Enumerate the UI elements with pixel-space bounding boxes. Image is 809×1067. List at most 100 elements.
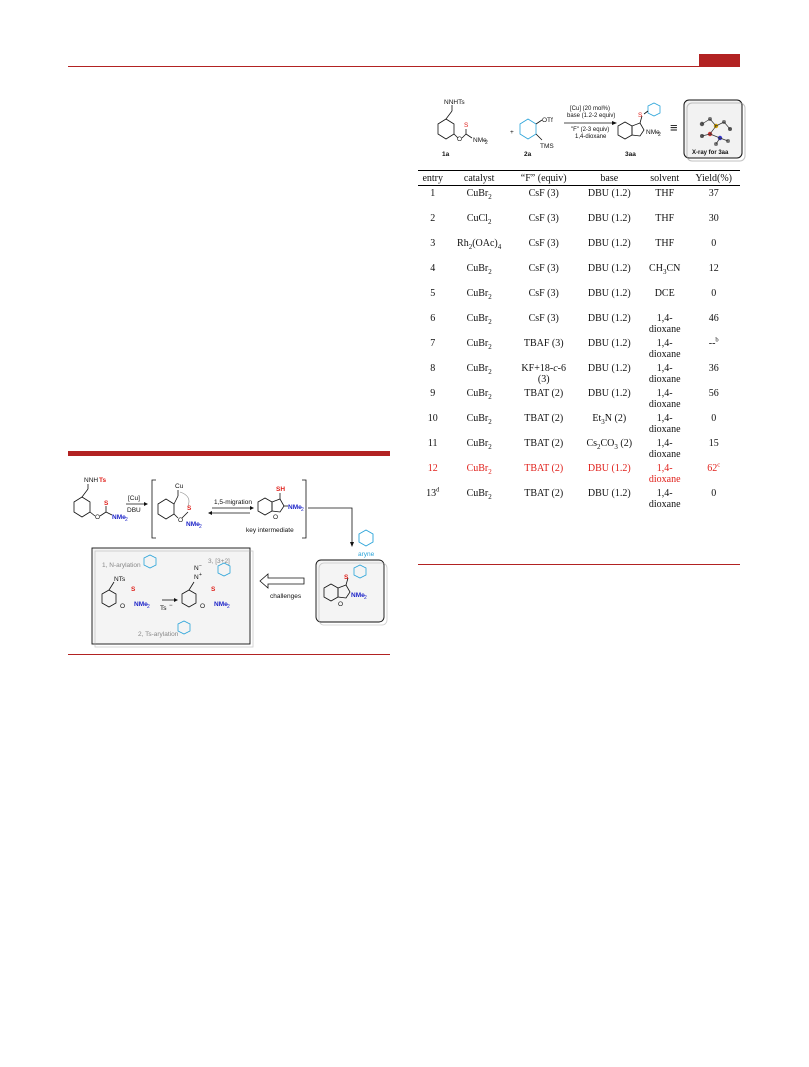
start-nme-sub: 2 [125, 517, 128, 523]
yield-value: 0 [711, 288, 717, 299]
cell-solvent: 1,4-dioxane [642, 436, 687, 461]
reactant-2a: OTf TMS 2a [519, 117, 554, 158]
entry-value: 11 [427, 438, 438, 449]
solvent-value: 1,4- [656, 313, 673, 324]
sh-label: SH [276, 486, 285, 493]
box-nme-sub: 2 [147, 604, 150, 610]
catalyst-sub: 2 [488, 343, 492, 351]
header-catalyst: catalyst [447, 170, 511, 186]
sulfur-label: S [464, 122, 469, 129]
key-intermediate-label: key intermediate [246, 527, 294, 534]
box-nts: NTs [114, 576, 126, 583]
cell-base: DBU (1.2) [577, 336, 642, 361]
catalyst-sub: 2 [488, 393, 492, 401]
arrow-cu-label: [Cu] [128, 495, 140, 502]
compound-label-1a: 1a [442, 151, 450, 158]
catalyst-tail-sub: 4 [497, 243, 502, 251]
base-value: Cs [586, 438, 598, 449]
fluoride-value: CsF (3) [528, 263, 559, 274]
solvent-value: 1,4- [656, 438, 673, 449]
cell-yield: 0 [687, 286, 740, 311]
cell-catalyst: CuBr2 [447, 286, 510, 311]
catalyst-sub: 2 [488, 268, 492, 276]
cell-base: DBU (1.2) [577, 311, 642, 336]
cell-yield: --b [687, 336, 740, 361]
cell-solvent: 1,4-dioxane [642, 311, 687, 336]
start-nme: NMe [112, 514, 126, 521]
fluoride-tail: -6 [557, 363, 566, 374]
base-value: Et [592, 413, 602, 424]
cell-fluoride: TBAT (2) [511, 486, 577, 511]
box-n-mid: N [194, 574, 199, 581]
solvent-line2: dioxane [648, 373, 681, 385]
table-bottom-rule [418, 564, 740, 565]
key-nme-sub: 2 [301, 507, 304, 513]
solvent-line2: dioxane [648, 348, 681, 360]
yield-value: 0 [711, 488, 717, 499]
cell-entry: 12 [418, 461, 447, 486]
header-base: base [576, 170, 642, 186]
int-sulfur: S [187, 505, 192, 512]
ts-label: Ts [99, 477, 106, 484]
solvent-value: 1,4- [656, 488, 673, 499]
cell-entry: 9 [418, 386, 447, 411]
cell-base: DBU (1.2) [577, 211, 642, 236]
cell-entry: 2 [418, 211, 447, 236]
cell-entry: 13d [418, 486, 447, 511]
base-value: DBU (1.2) [587, 338, 631, 349]
condition-base: base (1.2-2 equiv) [567, 113, 615, 119]
yield-value: 12 [708, 263, 719, 274]
side-reactions-box: 1, N-arylation NTs S O NMe 2 Ts − 2, Ts-… [91, 547, 254, 648]
header-solvent: solvent [642, 170, 688, 186]
solvent-sub: 3 [662, 268, 667, 276]
fluoride-line2: (3) [537, 373, 550, 385]
cell-fluoride: TBAT (2) [511, 386, 577, 411]
condition-fluoride: "F" (2-3 equiv) [571, 127, 609, 133]
challenges-label: challenges [270, 593, 302, 600]
cell-yield: 56 [687, 386, 740, 411]
cell-catalyst: CuBr2 [447, 436, 510, 461]
box-nme-sub-2: 2 [227, 604, 230, 610]
solvent-value: DCE [654, 288, 675, 299]
entry-value: 9 [430, 388, 436, 399]
entry-value: 4 [430, 263, 436, 274]
cell-solvent: CH3CN [642, 261, 687, 286]
cell-yield: 15 [687, 436, 740, 461]
reactant-1a: NNHTs S O NMe 2 1a [437, 99, 488, 158]
nnh-label: NNH [84, 477, 98, 484]
cell-base: DBU (1.2) [577, 461, 642, 486]
nme-sub: 2 [485, 140, 488, 146]
yield-value: 0 [711, 238, 717, 249]
solvent-value: 1,4- [656, 338, 673, 349]
cell-base: Cs2CO3 (2) [577, 436, 642, 461]
header-rule [68, 66, 740, 67]
cell-yield: 12 [687, 261, 740, 286]
base-tail-sub: 3 [614, 443, 618, 451]
cell-entry: 10 [418, 411, 447, 436]
base-tail2: (2) [617, 438, 633, 449]
cell-entry: 5 [418, 286, 447, 311]
compound-label-3aa: 3aa [625, 151, 636, 158]
fluoride-value: CsF (3) [528, 213, 559, 224]
solvent-value: 1,4- [656, 363, 673, 374]
yield-footnote: c [717, 461, 721, 469]
compound-label-2a: 2a [524, 151, 532, 158]
final-oxygen: O [338, 601, 343, 608]
equivalence-sign: ≡ [670, 120, 678, 135]
solvent-value: THF [655, 188, 675, 199]
xray-label: X-ray for 3aa [692, 150, 729, 156]
base-value: DBU (1.2) [587, 288, 631, 299]
condition-catalyst: [Cu] (20 mol%) [570, 106, 610, 112]
cell-solvent: 1,4-dioxane [642, 336, 687, 361]
base-value: DBU (1.2) [587, 488, 631, 499]
base-value: DBU (1.2) [587, 238, 631, 249]
mechanism-scheme: NNH Ts S O NMe 2 [Cu] DBU Cu S O NMe 2 1… [73, 477, 388, 648]
cell-entry: 1 [418, 186, 447, 212]
plus-sign: + [510, 129, 514, 136]
cell-fluoride: KF+18-c-6(3) [511, 361, 577, 386]
copper-intermediate: Cu S O NMe 2 [157, 483, 202, 530]
base-value: DBU (1.2) [587, 263, 631, 274]
cell-yield: 0 [687, 236, 740, 261]
